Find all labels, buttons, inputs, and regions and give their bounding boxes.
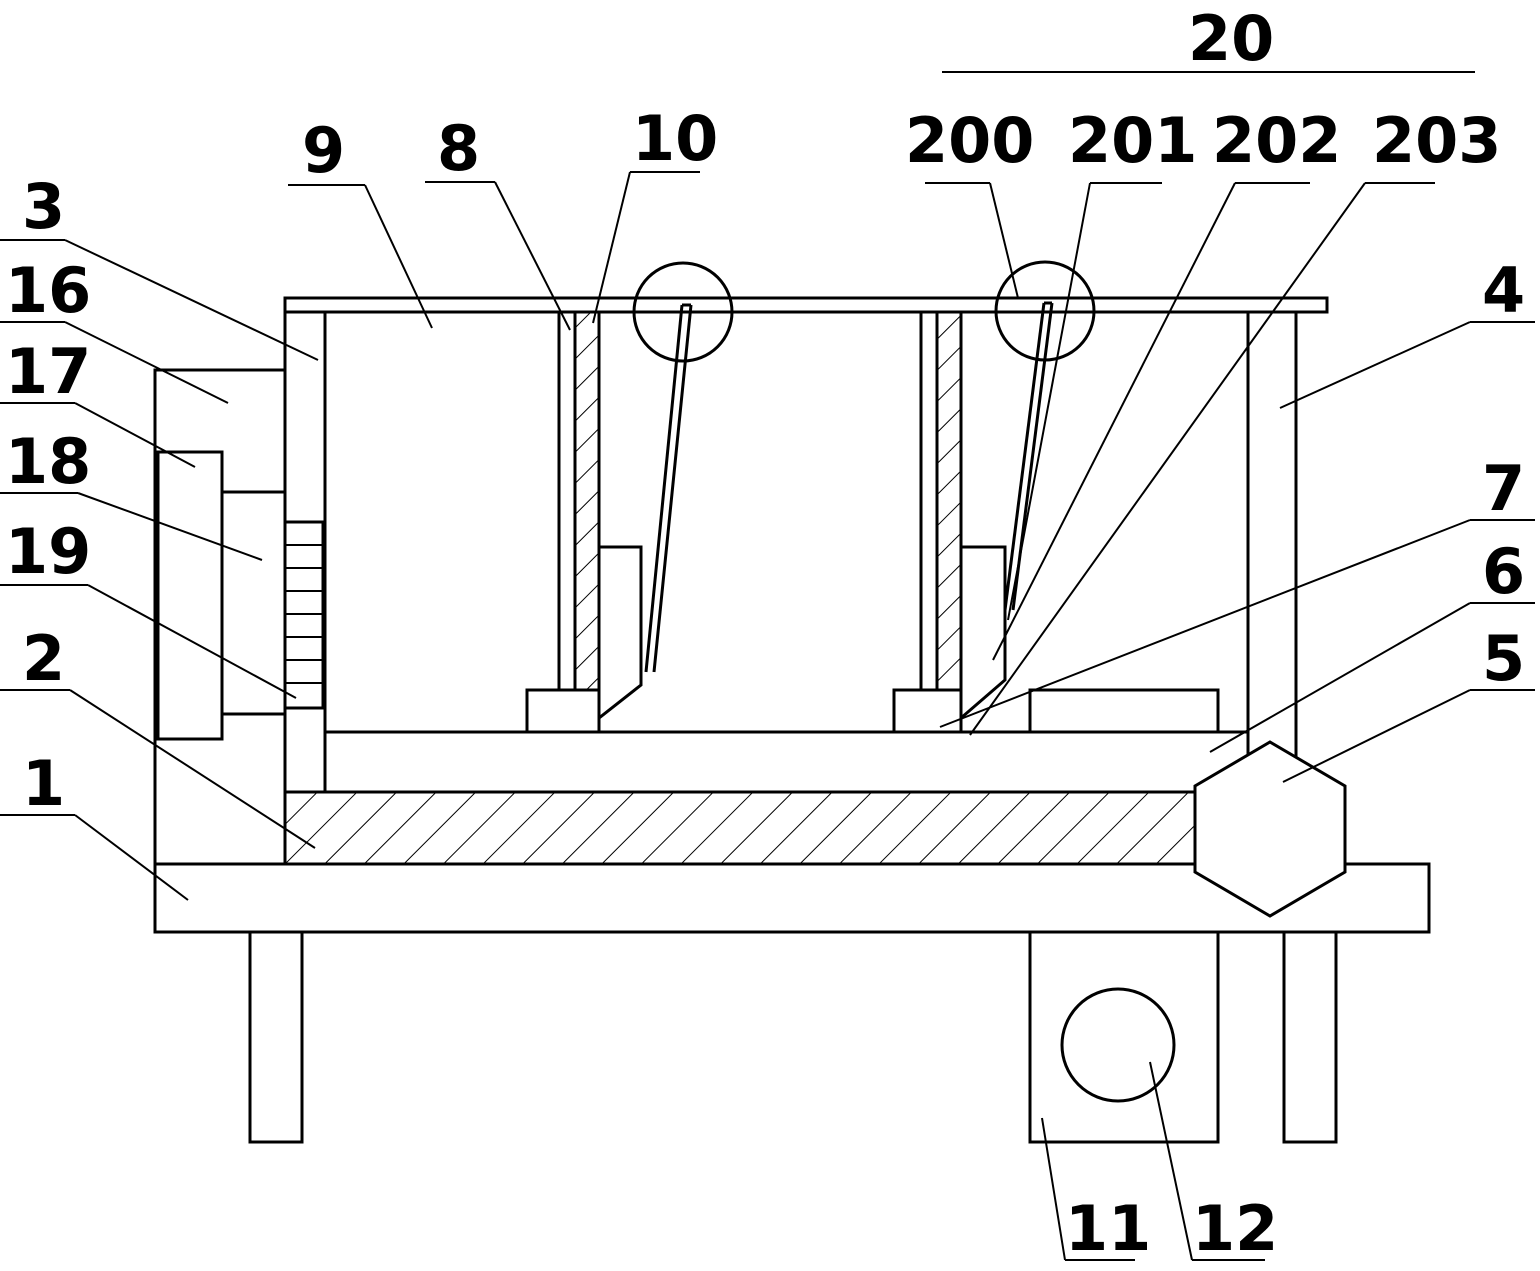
bottom-box-11 bbox=[1028, 930, 1220, 1144]
label-17: 17 bbox=[5, 335, 91, 408]
label-19: 19 bbox=[5, 515, 91, 588]
hatched-layer-2 bbox=[283, 790, 1197, 866]
left-wall-3 bbox=[283, 310, 327, 794]
shaft-18 bbox=[220, 490, 287, 716]
left-leg bbox=[248, 930, 304, 1144]
motor-17 bbox=[156, 450, 224, 741]
label-20: 20 bbox=[1188, 2, 1274, 75]
label-4: 4 bbox=[1482, 254, 1525, 327]
slide-plate-6 bbox=[323, 730, 1250, 794]
bottom-circle-12 bbox=[1060, 987, 1176, 1103]
column-unit-left bbox=[525, 261, 734, 734]
label-12: 12 bbox=[1192, 1192, 1278, 1265]
hexagon-nut-5 bbox=[1193, 740, 1347, 918]
label-2: 2 bbox=[22, 622, 65, 695]
label-9: 9 bbox=[302, 114, 345, 187]
label-1: 1 bbox=[22, 747, 65, 820]
label-8: 8 bbox=[437, 112, 480, 185]
leader-lines bbox=[0, 71, 1535, 1261]
label-16: 16 bbox=[5, 254, 91, 327]
coupling-19 bbox=[283, 520, 325, 710]
label-18: 18 bbox=[5, 425, 91, 498]
label-3: 3 bbox=[22, 170, 65, 243]
plate-block bbox=[1028, 688, 1220, 734]
label-201: 201 bbox=[1068, 104, 1197, 177]
top-plate bbox=[283, 296, 1329, 314]
label-200: 200 bbox=[905, 104, 1034, 177]
label-202: 202 bbox=[1212, 104, 1341, 177]
label-7: 7 bbox=[1482, 452, 1525, 525]
label-10: 10 bbox=[632, 102, 718, 175]
right-wall-4 bbox=[1246, 310, 1298, 794]
label-5: 5 bbox=[1482, 622, 1525, 695]
label-203: 203 bbox=[1372, 104, 1501, 177]
label-11: 11 bbox=[1065, 1192, 1151, 1265]
right-leg bbox=[1282, 930, 1338, 1144]
label-6: 6 bbox=[1482, 535, 1525, 608]
column-unit-right bbox=[892, 260, 1096, 734]
